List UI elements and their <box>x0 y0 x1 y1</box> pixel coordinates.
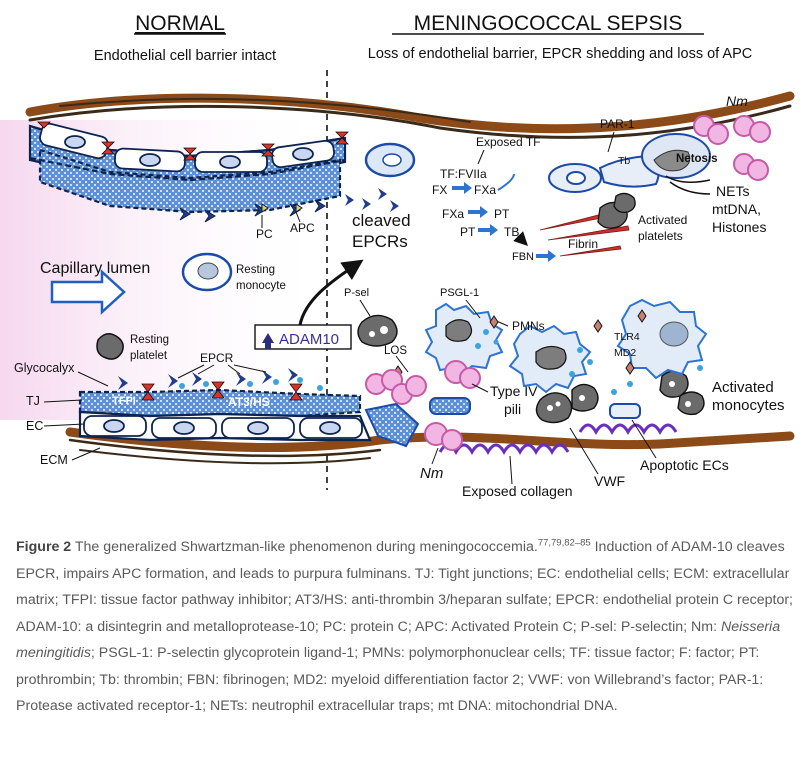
bottom-epcr-chevrons <box>118 368 298 390</box>
label-glycocalyx: Glycocalyx <box>14 361 75 375</box>
label-psel: P-sel <box>344 287 369 299</box>
label-apc: APC <box>290 221 315 235</box>
top-tight-junctions <box>37 121 349 161</box>
caption-refs: 77,79,82–85 <box>537 537 591 549</box>
label-resting-monocyte-1: Resting <box>236 264 275 276</box>
figure-caption: Figure 2 The generalized Shwartzman-like… <box>16 534 794 720</box>
label-exposed-collagen: Exposed collagen <box>462 483 573 499</box>
label-md2: MD2 <box>614 347 636 359</box>
label-fibrin: Fibrin <box>568 237 598 251</box>
label-resting-platelet-1: Resting <box>130 334 169 346</box>
bottom-tight-junctions <box>141 381 303 401</box>
label-activated-monocytes-1: Activated <box>712 379 774 396</box>
label-los: LOS <box>384 345 407 357</box>
label-cleaved: cleaved <box>352 211 411 230</box>
netosis-cell <box>641 133 711 179</box>
label-epcrs: EPCRs <box>352 232 408 251</box>
label-ecm: ECM <box>40 453 68 467</box>
caption-body-2: ; PSGL-1: P-selectin glycoprotein ligand… <box>16 645 764 714</box>
glycocalyx-receptors <box>179 377 323 391</box>
pmn-granules <box>475 329 703 395</box>
label-nm-bottom: Nm <box>420 465 443 482</box>
left-title: NORMAL <box>135 12 225 35</box>
label-psgl1: PSGL-1 <box>440 287 479 299</box>
label-netosis: Netosis <box>676 153 718 165</box>
label-pt-2: PT <box>460 225 476 239</box>
figure-label: Figure 2 <box>16 539 72 555</box>
caption-species: Neisseria meningitidis <box>16 618 781 662</box>
label-pmns: PMNs <box>512 319 545 333</box>
label-tb-top: Tb <box>618 155 630 167</box>
nets-fibers <box>665 175 711 195</box>
activated-platelets-top <box>597 192 636 229</box>
sepsis-diagram: NORMAL Endothelial cell barrier intact M… <box>0 12 795 499</box>
label-capillary-lumen: Capillary lumen <box>40 260 150 277</box>
label-activated-platelets-2: platelets <box>638 229 683 243</box>
label-ec: EC <box>26 419 43 433</box>
label-tf-fviia: TF:FVIIa <box>440 167 487 181</box>
cleaved-epcr-chevrons <box>345 188 399 212</box>
top-endothelial-cells <box>39 122 335 173</box>
label-pc: PC <box>256 227 273 241</box>
label-par1: PAR-1 <box>600 117 635 131</box>
label-pt-1: PT <box>494 207 510 221</box>
right-subtitle: Loss of endothelial barrier, EPCR sheddi… <box>368 46 752 62</box>
resting-platelet <box>96 333 124 360</box>
adam10-arrow <box>298 259 364 326</box>
top-epcr-chevrons <box>179 199 326 223</box>
label-nets-1: NETs <box>716 183 749 199</box>
label-fxa-1: FXa <box>474 183 496 197</box>
label-tfpi: TFPI <box>112 395 136 407</box>
label-type4-2: pili <box>504 401 521 417</box>
apoptotic-endothelial-cells <box>364 397 641 448</box>
fibrin-strands <box>539 211 630 257</box>
label-activated-platelets-1: Activated <box>638 213 687 227</box>
nm-bacteria-top <box>693 115 771 181</box>
shed-endothelial-cell <box>364 142 416 178</box>
lumen-arrow <box>50 269 126 315</box>
label-vwf: VWF <box>594 473 625 489</box>
right-title: MENINGOCOCCAL SEPSIS <box>414 12 683 35</box>
label-adam10: ADAM10 <box>279 331 339 348</box>
psel-platelet <box>357 314 398 347</box>
label-resting-platelet-2: platelet <box>130 350 168 362</box>
caption-lead: The generalized Shwartzman-like phenomen… <box>74 539 538 555</box>
label-fbn: FBN <box>512 251 534 263</box>
label-epcr: EPCR <box>200 351 234 365</box>
label-fxa-2: FXa <box>442 207 464 221</box>
label-tb-2: TB <box>504 225 519 239</box>
nm-bacteria-bottom <box>365 360 481 451</box>
label-nets-3: Histones <box>712 219 766 235</box>
label-fx: FX <box>432 183 447 197</box>
top-ecm-fibers <box>25 91 795 139</box>
activated-platelets-bottom <box>535 370 705 424</box>
label-tlr4: TLR4 <box>614 331 640 343</box>
label-activated-monocytes-2: monocytes <box>712 397 785 414</box>
label-exposed-tf: Exposed TF <box>476 135 540 149</box>
bottom-endothelial-cells <box>83 415 363 439</box>
caption-body-1: Induction of ADAM-10 cleaves EPCR, impai… <box>16 539 793 635</box>
label-type4-1: Type IV <box>490 383 538 399</box>
label-apoptotic-ecs: Apoptotic ECs <box>640 457 729 473</box>
label-at3hs: AT3/HS <box>228 395 270 409</box>
label-tj: TJ <box>26 394 40 408</box>
label-nm-top: Nm <box>726 93 748 109</box>
bottom-ecm-fibers <box>65 427 795 465</box>
label-nets-2: mtDNA, <box>712 201 761 217</box>
left-subtitle: Endothelial cell barrier intact <box>94 48 276 64</box>
resting-monocyte <box>181 252 233 292</box>
label-resting-monocyte-2: monocyte <box>236 280 286 292</box>
